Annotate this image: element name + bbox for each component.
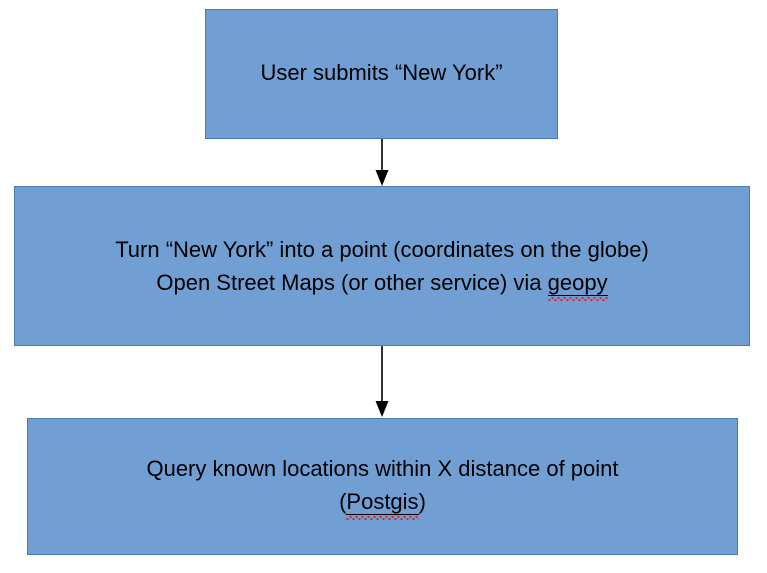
node-3-line-2-prefix: ( xyxy=(339,489,347,514)
flow-node-geocode-step[interactable]: Turn “New York” into a point (coordinate… xyxy=(14,186,750,346)
spellchecked-word-postgis: Postgis xyxy=(346,489,419,515)
node-2-line-2-prefix: Open Street Maps (or other service) via xyxy=(156,270,548,295)
node-3-text: Query known locations within X distance … xyxy=(146,452,619,518)
node-2-text: Turn “New York” into a point (coordinate… xyxy=(115,233,649,299)
node-2-line-1: Turn “New York” into a point (coordinate… xyxy=(115,237,649,262)
node-3-line-2: (Postgis) xyxy=(146,485,618,518)
node-2-line-2: Open Street Maps (or other service) via … xyxy=(115,266,649,299)
node-1-text: User submits “New York” xyxy=(260,56,502,89)
spellchecked-word-geopy: geopy xyxy=(547,270,608,296)
node-3-line-1: Query known locations within X distance … xyxy=(146,456,619,481)
arrow-node1-to-node2 xyxy=(371,139,393,187)
node-3-line-2-suffix: ) xyxy=(418,489,426,514)
arrow-node2-to-node3 xyxy=(371,346,393,419)
node-1-line-1: User submits “New York” xyxy=(260,60,503,85)
flow-node-user-submits[interactable]: User submits “New York” xyxy=(205,9,558,139)
flow-node-query-step[interactable]: Query known locations within X distance … xyxy=(27,418,738,555)
